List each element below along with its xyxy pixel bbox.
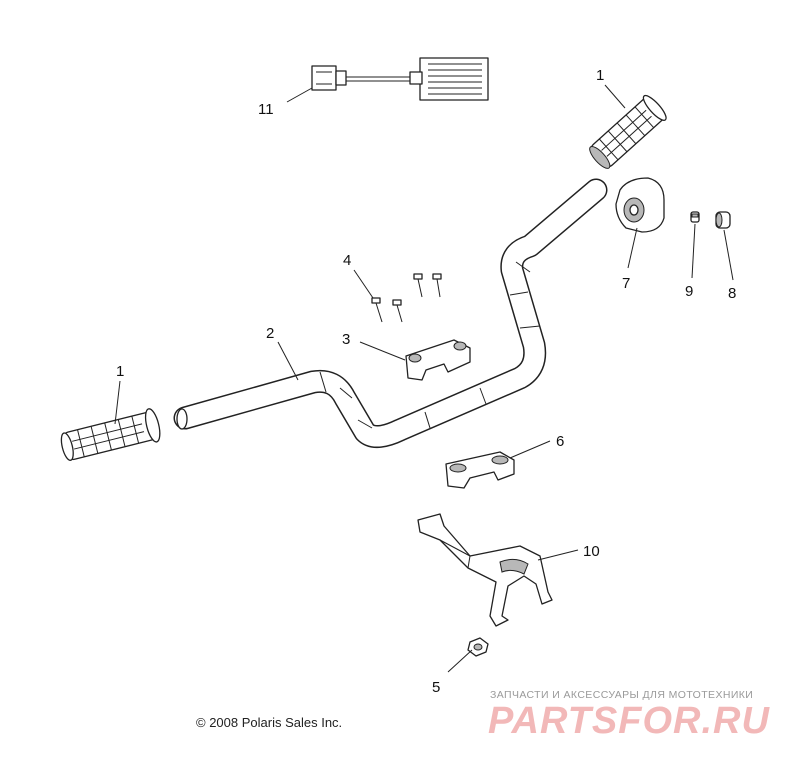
- callout-10: 10: [583, 543, 600, 560]
- leader-1-right: [604, 84, 626, 109]
- nut-part: [467, 637, 489, 657]
- bolts-part: [371, 273, 442, 323]
- heater-element-part: [311, 57, 489, 101]
- leader-5: [447, 649, 473, 673]
- leader-9: [691, 223, 696, 279]
- bracket-part: [417, 513, 553, 627]
- leader-6: [509, 440, 551, 459]
- callout-8: 8: [728, 285, 736, 302]
- callout-9: 9: [685, 283, 693, 300]
- leader-2: [277, 341, 299, 381]
- left-grip-part: [60, 408, 161, 461]
- watermark-tagline: ЗАПЧАСТИ И АКСЕССУАРЫ ДЛЯ МОТОТЕХНИКИ: [490, 689, 754, 701]
- callout-1-left: 1: [116, 363, 124, 380]
- callout-3: 3: [342, 331, 350, 348]
- callout-11: 11: [258, 101, 274, 118]
- leader-1-left: [114, 380, 121, 425]
- callout-6: 6: [556, 433, 564, 450]
- handlebar-part: [173, 178, 608, 448]
- throttle-housing-part: [615, 177, 665, 233]
- right-grip-part: [589, 94, 667, 169]
- leader-4: [353, 269, 374, 299]
- end-cap-part: [715, 211, 731, 229]
- leader-8: [723, 229, 734, 281]
- callout-7: 7: [622, 275, 630, 292]
- callout-1-right: 1: [596, 67, 604, 84]
- callout-2: 2: [266, 325, 274, 342]
- leader-7: [627, 227, 638, 269]
- leader-10: [537, 549, 579, 561]
- watermark-logo: PARTSFOR.RU: [488, 700, 770, 742]
- upper-clamp-part: [405, 339, 471, 381]
- screw-part: [690, 211, 700, 223]
- copyright-text: © 2008 Polaris Sales Inc.: [196, 715, 343, 730]
- lower-clamp-part: [445, 451, 515, 489]
- leader-11: [286, 87, 313, 103]
- leader-3: [359, 341, 406, 361]
- callout-5: 5: [432, 679, 440, 696]
- callout-4: 4: [343, 252, 351, 269]
